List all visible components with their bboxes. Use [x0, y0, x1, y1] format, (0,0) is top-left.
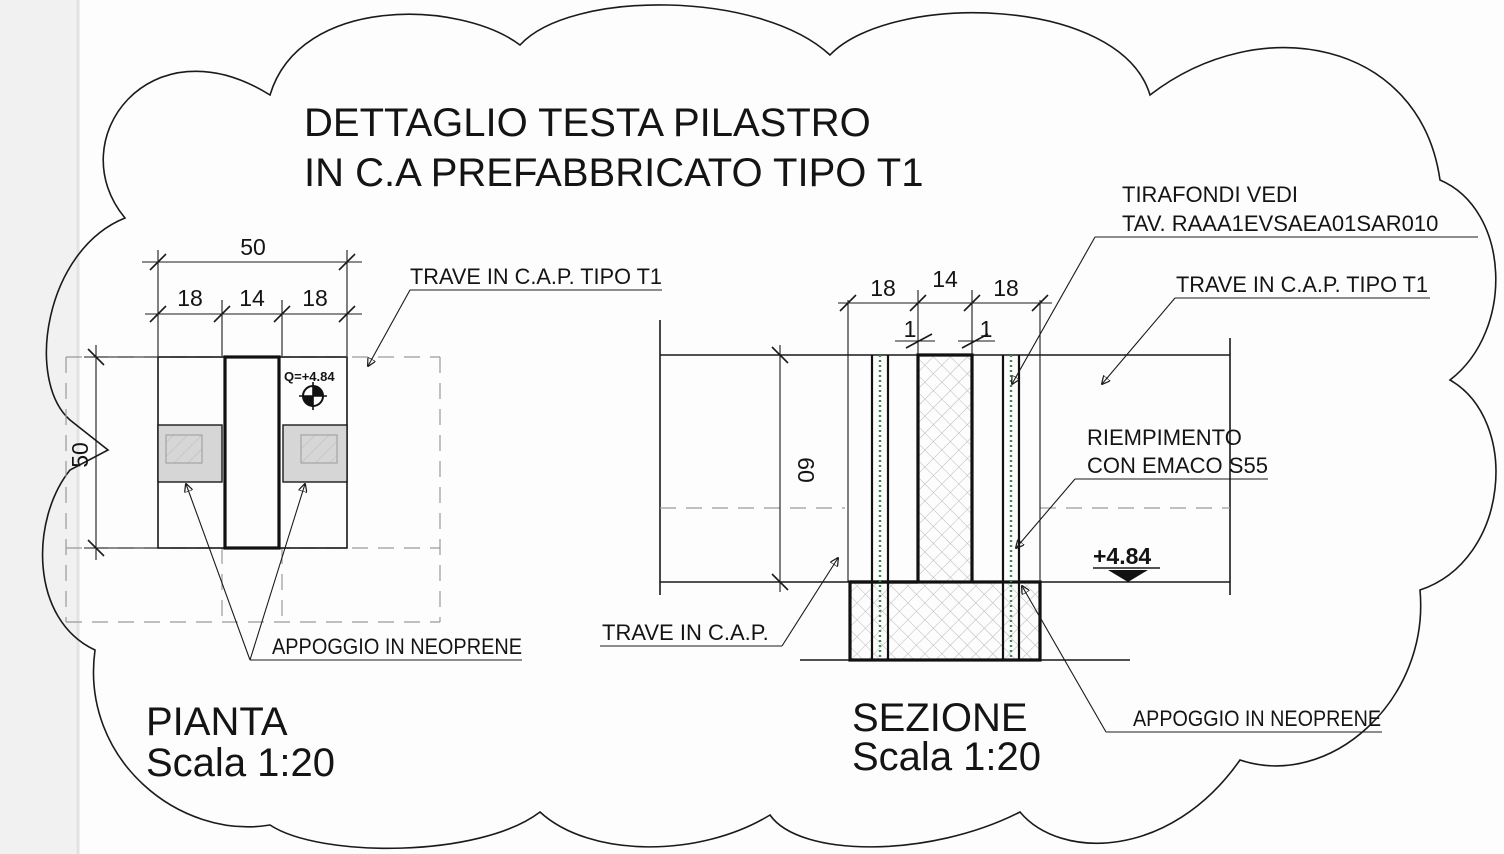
plan-callout-beam-leader	[368, 289, 411, 366]
section-column-core-outline	[916, 353, 974, 582]
section-anchor-bar-right	[1001, 355, 1021, 660]
title-line-2: IN C.A PREFABBRICATO TIPO T1	[304, 151, 923, 195]
plan-callout-bearing-leader-2	[249, 484, 305, 661]
section-callout-beam-t1-leader	[1102, 297, 1176, 384]
section-concrete-fill	[850, 355, 1040, 660]
section-level: +4.84	[1093, 543, 1151, 569]
section-callout-beam-t1: TRAVE IN C.A.P. TIPO T1	[1176, 272, 1428, 297]
plan-dim-right: 18	[302, 285, 328, 311]
plan-dim-overall: 50	[240, 234, 266, 260]
section-callout-anchor-1: TIRAFONDI VEDI	[1122, 182, 1298, 207]
section-dim-left: 18	[870, 275, 896, 301]
section-callout-beam-leader	[781, 558, 838, 647]
revision-cloud	[41, 4, 1497, 850]
plan-bearing-inner-left	[165, 434, 203, 464]
plan-level-target-icon	[299, 382, 327, 410]
plan-dim-center: 14	[239, 285, 265, 311]
section-column-head-outline	[848, 580, 1042, 662]
plan-level-tag: Q=+4.84	[284, 369, 335, 384]
plan-bearing-inner-right	[300, 434, 338, 464]
section-dim-gap-left: 1	[904, 316, 917, 342]
plan-view-title: PIANTA	[146, 700, 288, 744]
section-callout-fill-2: CON EMACO S55	[1087, 453, 1268, 478]
section-view-scale: Scala 1:20	[852, 735, 1041, 779]
plan-view-scale: Scala 1:20	[146, 741, 335, 785]
section-dim-tick-v2	[771, 573, 789, 591]
section-dim-height: 60	[793, 457, 819, 483]
plan-dim-ticks	[149, 253, 356, 323]
section-view-title: SEZIONE	[852, 696, 1028, 740]
plan-callout-bearing: APPOGGIO IN NEOPRENE	[272, 634, 522, 659]
section-dim-gap-right: 1	[980, 316, 993, 342]
plan-callout-beam: TRAVE IN C.A.P. TIPO T1	[410, 264, 662, 289]
section-dim-right: 18	[993, 275, 1019, 301]
section-callout-fill-1: RIEMPIMENTO	[1087, 425, 1242, 450]
section-callout-beam: TRAVE IN C.A.P.	[602, 620, 769, 645]
title-line-1: DETTAGLIO TESTA PILASTRO	[304, 101, 871, 145]
section-anchor-bar-left	[870, 355, 890, 660]
section-dim-tick-v1	[771, 346, 789, 364]
section-callout-anchor-leader	[1012, 236, 1096, 384]
plan-dim-tick-v2	[87, 539, 105, 557]
section-callout-bearing: APPOGGIO IN NEOPRENE	[1133, 706, 1381, 731]
section-callout-anchor-2: TAV. RAAA1EVSAEA01SAR010	[1122, 211, 1438, 236]
plan-callout-bearing-leader-1	[186, 484, 251, 661]
section-dim-center: 14	[932, 266, 958, 292]
plan-dim-tick-v1	[87, 348, 105, 366]
plan-dim-left: 18	[177, 285, 203, 311]
scan-margin	[0, 0, 78, 854]
plan-central-core	[223, 355, 281, 550]
plan-view: Q=+4.84 50 18 14 18	[65, 234, 662, 785]
section-callout-bearing-leader	[1022, 586, 1107, 733]
plan-dim-vertical: 50	[67, 442, 93, 468]
section-view: 18 14 18 1 1 60 +4.84 TIRAFONDI VEDI TAV…	[600, 182, 1478, 779]
section-level-triangle-icon	[1108, 570, 1148, 582]
section-callout-fill-leader	[1016, 478, 1076, 548]
